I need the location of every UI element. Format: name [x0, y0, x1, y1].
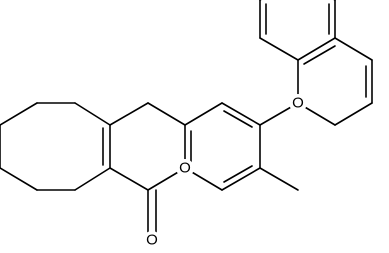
- bond: [109, 167, 149, 191]
- bond: [0, 102, 38, 126]
- bond: [297, 37, 336, 61]
- bond: [334, 37, 373, 61]
- bond: [223, 110, 253, 128]
- bond: [303, 45, 336, 65]
- bond: [147, 102, 186, 126]
- ring-oxygen-label: O: [179, 160, 191, 177]
- bond: [184, 102, 223, 126]
- carbonyl-oxygen-label: O: [146, 232, 158, 249]
- bond: [109, 102, 149, 126]
- bond: [259, 167, 299, 191]
- ring-oxygen-atom: O: [176, 159, 194, 177]
- carbonyl-oxygen-atom: O: [143, 231, 161, 249]
- ether-oxygen-label: O: [292, 95, 304, 112]
- bond: [259, 37, 299, 61]
- bond: [74, 102, 111, 126]
- bond: [221, 102, 261, 126]
- bond: [74, 167, 111, 191]
- bond: [0, 167, 38, 191]
- bond: [334, 102, 373, 126]
- bond: [221, 167, 261, 191]
- bond: [223, 165, 253, 183]
- ether-oxygen-atom: O: [289, 94, 307, 112]
